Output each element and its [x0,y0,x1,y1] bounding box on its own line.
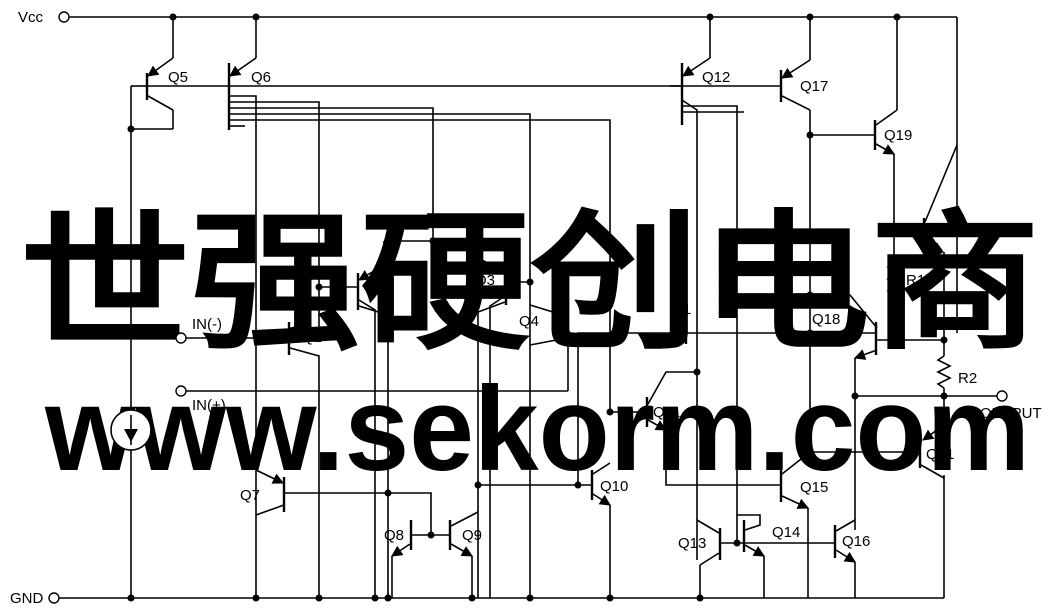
q19-label: Q19 [884,127,912,144]
ground-junctions [127,594,704,602]
q14-label: Q14 [772,524,800,541]
q21-label: Q21 [926,446,954,463]
q3-label: Q3 [475,272,495,289]
transistor-q5: Q5 [130,13,188,130]
transistor-q13: Q13 [678,519,835,598]
transistor-q11: Q11 [606,368,781,486]
in-minus-label: IN(-) [192,316,222,333]
resistor-r1: R1 [886,245,925,340]
q17-label: Q17 [800,78,828,95]
transistor-q10: Q10 [478,462,628,598]
q11-label: Q11 [653,404,680,421]
transistor-q4: Q4 [519,304,569,391]
q13-label: Q13 [678,535,706,552]
transistor-q21: Q21 [806,410,954,479]
transistor-q7: Q7 [240,469,392,516]
transistor-q6: Q6 [147,13,670,598]
vcc-label: Vcc [18,9,44,26]
current-source [110,125,152,598]
transistor-q3: Q3 [475,241,534,598]
q16-label: Q16 [842,533,870,550]
transistor-q17: Q17 [670,13,828,452]
c1-label: C1 [672,301,691,318]
pin-vcc: Vcc [18,9,70,26]
output-label: OUTPUT [980,405,1042,422]
r1-label: R1 [906,272,925,289]
transistor-q20: Q20 [890,144,958,340]
transistor-q15: Q15 [779,451,828,598]
q5-label: Q5 [168,69,188,86]
q6-label: Q6 [251,69,271,86]
q8-label: Q8 [384,527,404,544]
q10-label: Q10 [600,478,628,495]
transistor-q9: Q9 [448,481,482,598]
transistor-q14: Q14 [737,514,800,598]
transistor-q2: Q2 [315,237,478,598]
q2-label: Q2 [366,279,386,296]
pin-gnd: GND [10,590,60,607]
q15-label: Q15 [800,479,828,496]
q1-label: Q1 [302,329,322,346]
transistor-q12: Q12 [670,13,744,560]
pin-in-plus: IN(+) [175,385,568,414]
r2-label: R2 [958,370,977,387]
transistor-q1: Q1 [287,322,322,598]
transistor-q18: Q18 [806,291,944,530]
q7-label: Q7 [240,487,260,504]
gnd-label: GND [10,590,44,607]
q9-label: Q9 [462,527,482,544]
q12-label: Q12 [702,69,730,86]
pin-output: OUTPUT [855,390,1042,422]
watermark-url: www.sekorm.com [44,362,1030,496]
pin-in-minus: IN(-) [175,316,289,344]
in-plus-label: IN(+) [192,397,226,414]
transistor-q16: Q16 [833,519,870,598]
transistor-q8: Q8 [384,492,450,598]
q4-label: Q4 [519,313,539,330]
capacitor-c1: C1 [577,301,876,485]
q20-label: Q20 [930,220,958,237]
q18-label: Q18 [812,311,840,328]
